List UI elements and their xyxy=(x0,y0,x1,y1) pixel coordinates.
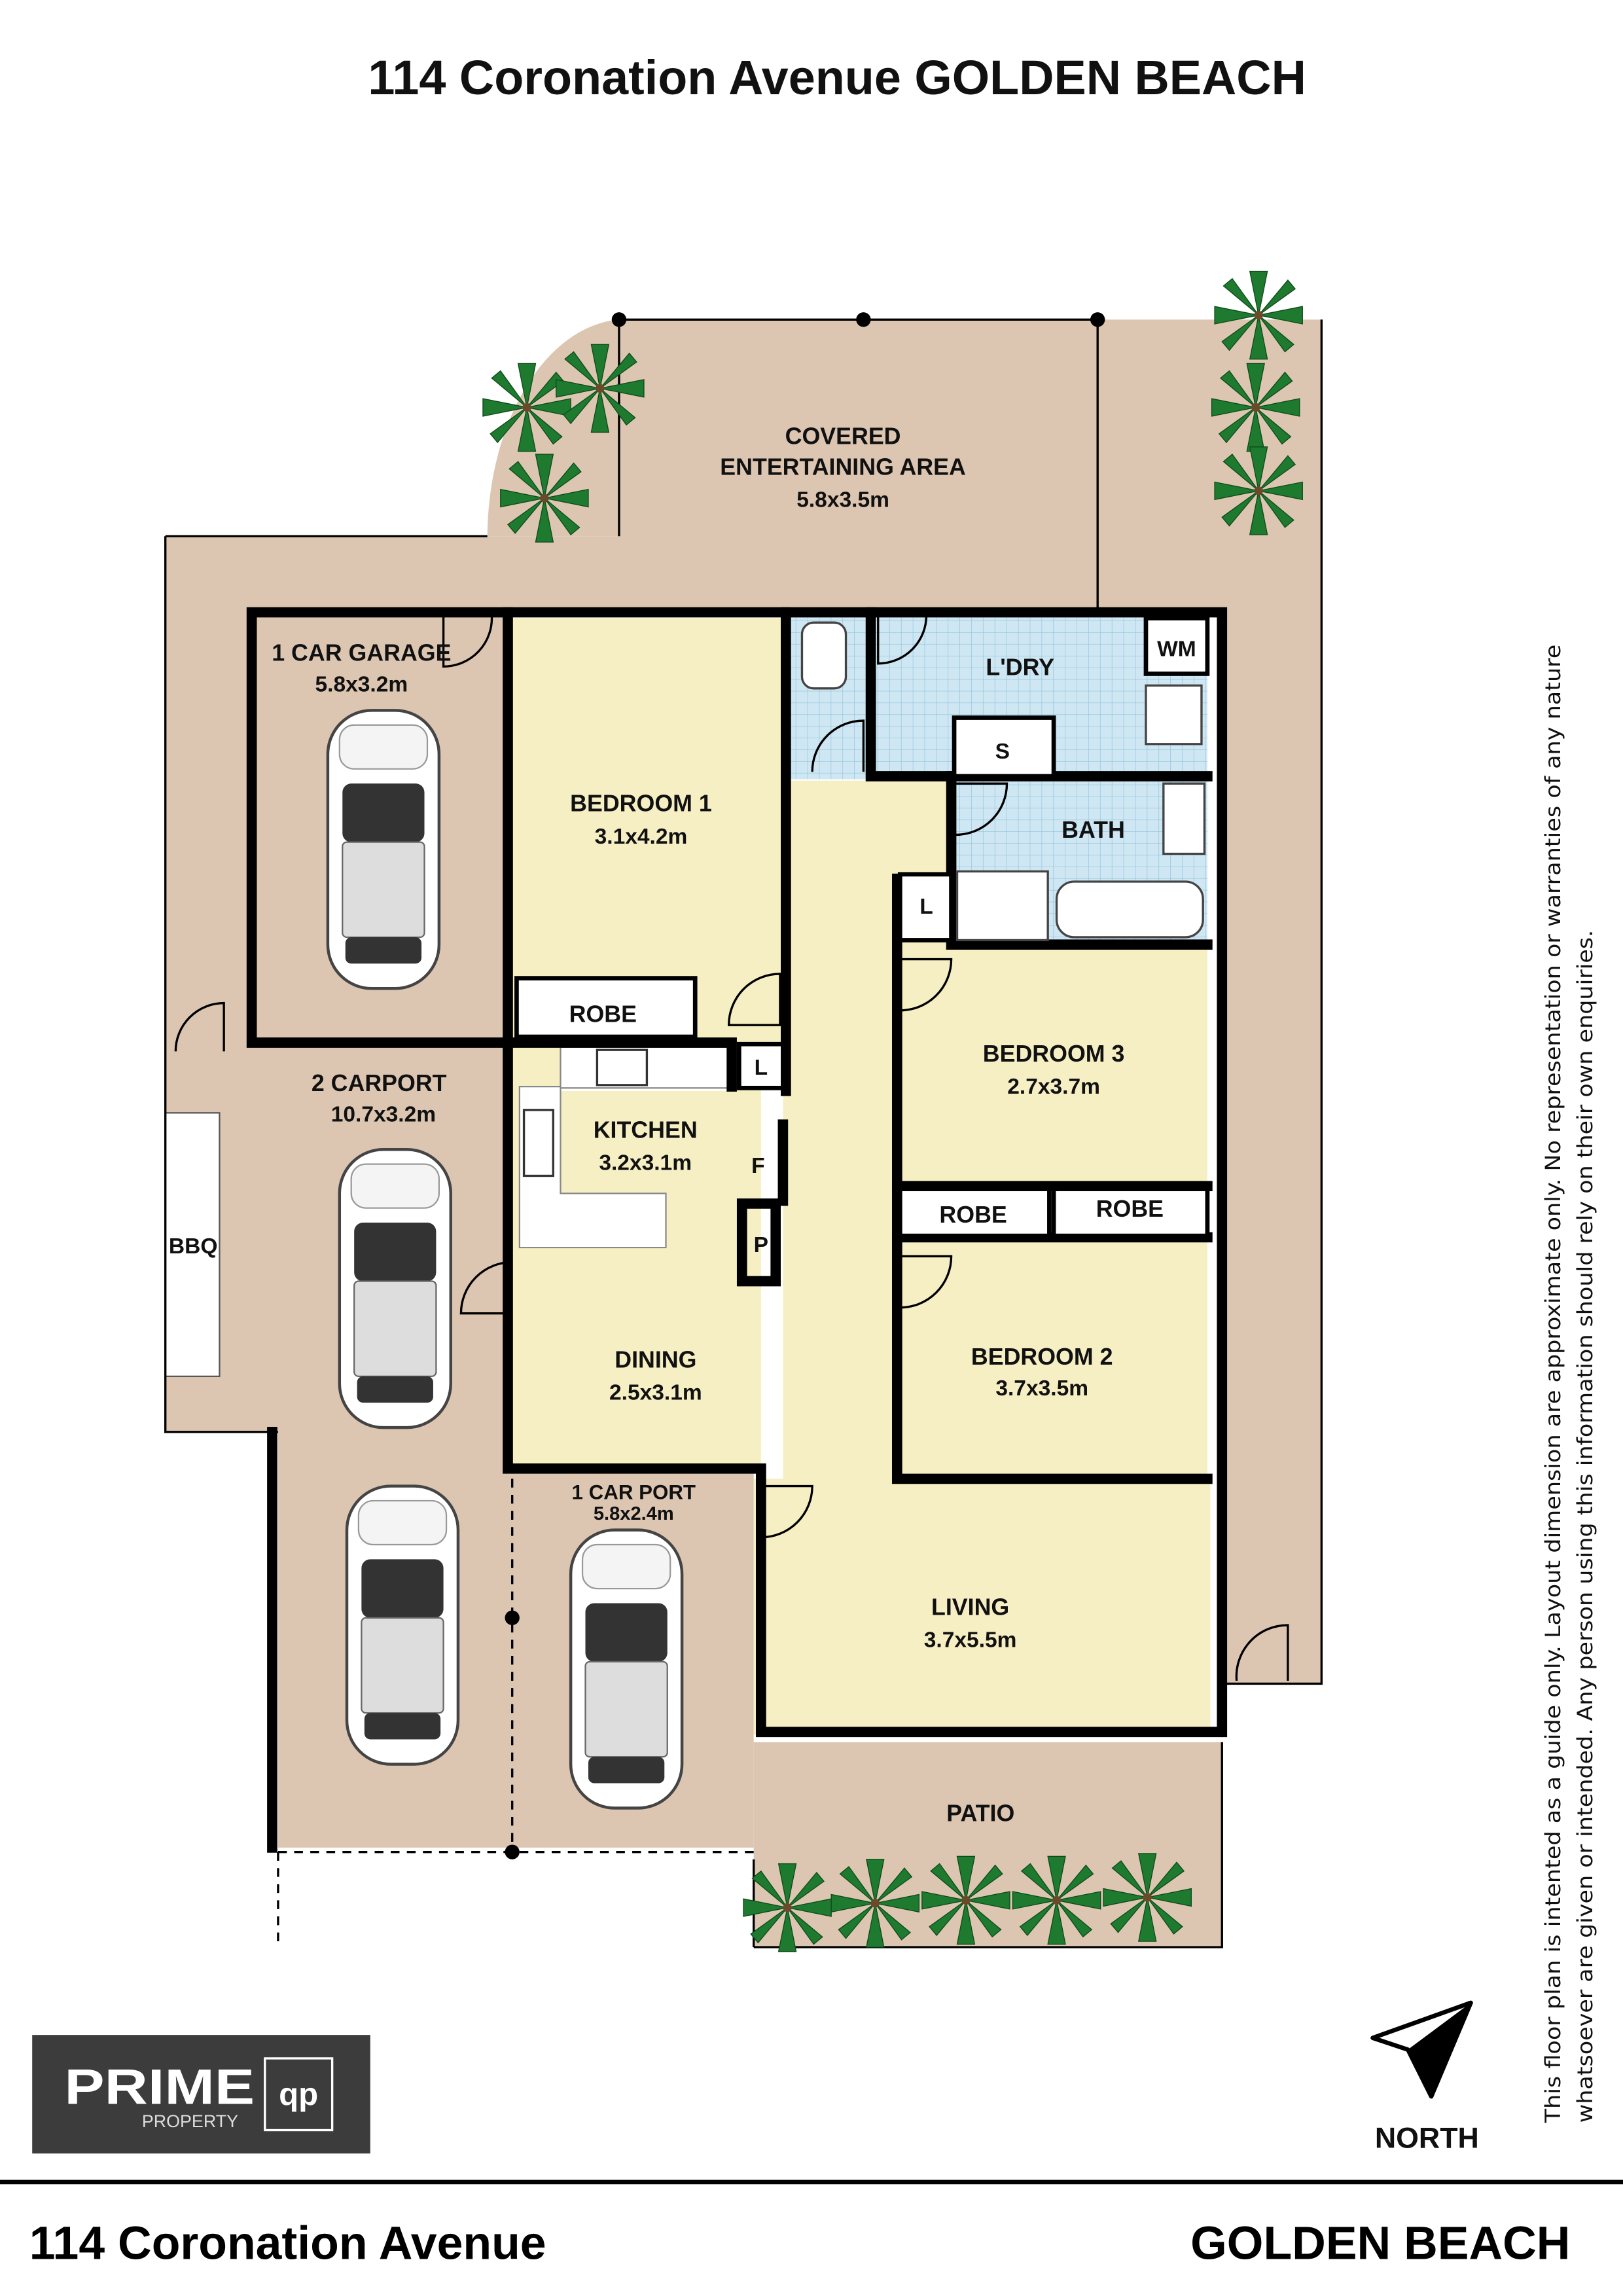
bedroom1-label: BEDROOM 1 xyxy=(570,791,712,817)
linen-label: L xyxy=(919,895,933,919)
carport1-size: 5.8x2.4m xyxy=(594,1503,674,1524)
bedroom2-label: BEDROOM 2 xyxy=(971,1344,1113,1370)
logo-mark: qp xyxy=(279,2077,318,2113)
doors xyxy=(174,615,1289,1681)
covered-label-1: COVERED xyxy=(785,423,901,449)
prime-property-logo: PRIME PROPERTY qp xyxy=(32,2035,370,2154)
fridge-label: F xyxy=(751,1154,764,1178)
covered-label-2: ENTERTAINING AREA xyxy=(720,454,966,480)
room-labels: COVERED ENTERTAINING AREA 5.8x3.5m 1 CAR… xyxy=(169,423,1196,1826)
kitchen-size: 3.2x3.1m xyxy=(599,1151,692,1175)
carport2-label: 2 CARPORT xyxy=(312,1070,447,1096)
storage-label: S xyxy=(995,740,1010,764)
interior-fill xyxy=(164,615,1211,1735)
bedroom3-label: BEDROOM 3 xyxy=(983,1041,1125,1067)
logo-sub: PROPERTY xyxy=(142,2111,238,2131)
compass: NORTH xyxy=(1370,2000,1479,2154)
bedroom3-size: 2.7x3.7m xyxy=(1007,1075,1100,1099)
footer-suburb: GOLDEN BEACH xyxy=(1190,2217,1570,2269)
bbq-label: BBQ xyxy=(169,1234,218,1259)
car-carport-1 xyxy=(340,1149,451,1427)
robe3-label: ROBE xyxy=(1096,1196,1164,1222)
disclaimer-line-2: whatsoever are given or intended. Any pe… xyxy=(1573,930,1597,2123)
car-carport-2 xyxy=(347,1486,458,1765)
covered-size: 5.8x3.5m xyxy=(796,488,889,512)
living-size: 3.7x5.5m xyxy=(924,1628,1017,1653)
linen-label-2: L xyxy=(755,1056,768,1080)
pantry-label: P xyxy=(754,1233,768,1257)
laundry-label: L'DRY xyxy=(986,655,1054,681)
wm-label: WM xyxy=(1157,637,1196,662)
bath-label: BATH xyxy=(1061,817,1125,843)
disclaimer: This floor plan is intented as a guide o… xyxy=(1541,645,1597,2124)
living-label: LIVING xyxy=(931,1594,1009,1620)
bedroom1-size: 3.1x4.2m xyxy=(595,825,688,849)
dining-label: DINING xyxy=(615,1346,696,1372)
robe1-label: ROBE xyxy=(569,1001,637,1028)
garage-size: 5.8x3.2m xyxy=(315,672,408,696)
patio-label: PATIO xyxy=(946,1801,1014,1827)
carport1-label: 1 CAR PORT xyxy=(572,1481,696,1504)
carport2-size: 10.7x3.2m xyxy=(331,1103,436,1127)
dining-size: 2.5x3.1m xyxy=(609,1381,702,1405)
robe2-label: ROBE xyxy=(939,1202,1007,1228)
footer-address: 114 Coronation Avenue xyxy=(29,2217,546,2269)
car-carport-3 xyxy=(571,1530,682,1808)
north-label: NORTH xyxy=(1375,2122,1479,2154)
page-title: 114 Coronation Avenue GOLDEN BEACH xyxy=(368,50,1306,105)
walls xyxy=(164,312,1323,1948)
car-garage xyxy=(328,710,439,988)
kitchen-label: KITCHEN xyxy=(594,1117,698,1143)
logo-brand: PRIME xyxy=(64,2059,255,2115)
footer-divider xyxy=(0,2179,1623,2185)
disclaimer-line-1: This floor plan is intented as a guide o… xyxy=(1541,645,1565,2124)
bedroom2-size: 3.7x3.5m xyxy=(995,1376,1088,1401)
garage-label: 1 CAR GARAGE xyxy=(272,639,451,666)
